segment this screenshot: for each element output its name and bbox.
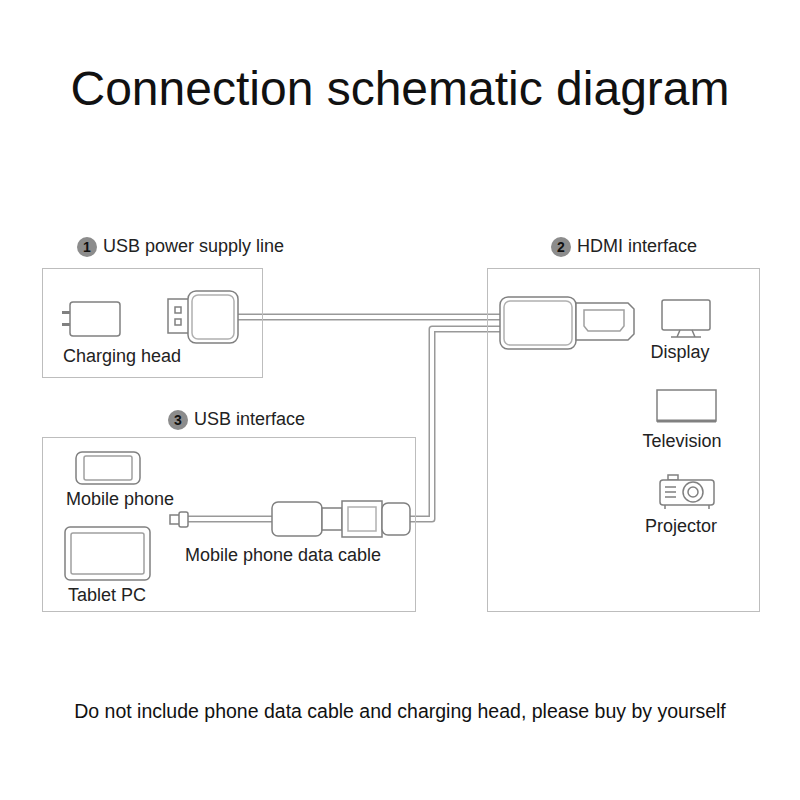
part-label: Television — [642, 431, 721, 452]
group-heading: 3 USB interface — [168, 409, 305, 430]
group-title: HDMI interface — [577, 236, 697, 257]
group-title: USB power supply line — [103, 236, 284, 257]
group-heading: 2 HDMI interface — [551, 236, 697, 257]
group-heading: 1 USB power supply line — [77, 236, 284, 257]
phone-icon — [76, 452, 140, 484]
part-label: Projector — [645, 516, 717, 537]
part-label: Display — [650, 342, 709, 363]
callout-number: 1 — [77, 237, 97, 257]
cable-connector — [416, 329, 487, 519]
group-title: USB interface — [194, 409, 305, 430]
part-label: Charging head — [63, 346, 181, 367]
television-icon — [657, 390, 716, 421]
usb-plug — [168, 291, 263, 343]
usb-socket — [342, 501, 416, 537]
display-icon — [662, 300, 710, 337]
part-label: Tablet PC — [68, 585, 146, 606]
caption: Do not include phone data cable and char… — [74, 700, 726, 723]
callout-number: 3 — [168, 410, 188, 430]
cable-connector — [263, 317, 487, 318]
tablet-icon — [65, 527, 150, 580]
charger-icon — [62, 302, 120, 336]
projector-icon — [660, 475, 714, 509]
hdmi-plug — [487, 297, 634, 349]
diagram-title: Connection schematic diagram — [71, 61, 730, 116]
part-label: Mobile phone data cable — [185, 545, 381, 566]
part-label: Mobile phone — [66, 489, 174, 510]
callout-number: 2 — [551, 237, 571, 257]
data-cable — [170, 502, 342, 536]
